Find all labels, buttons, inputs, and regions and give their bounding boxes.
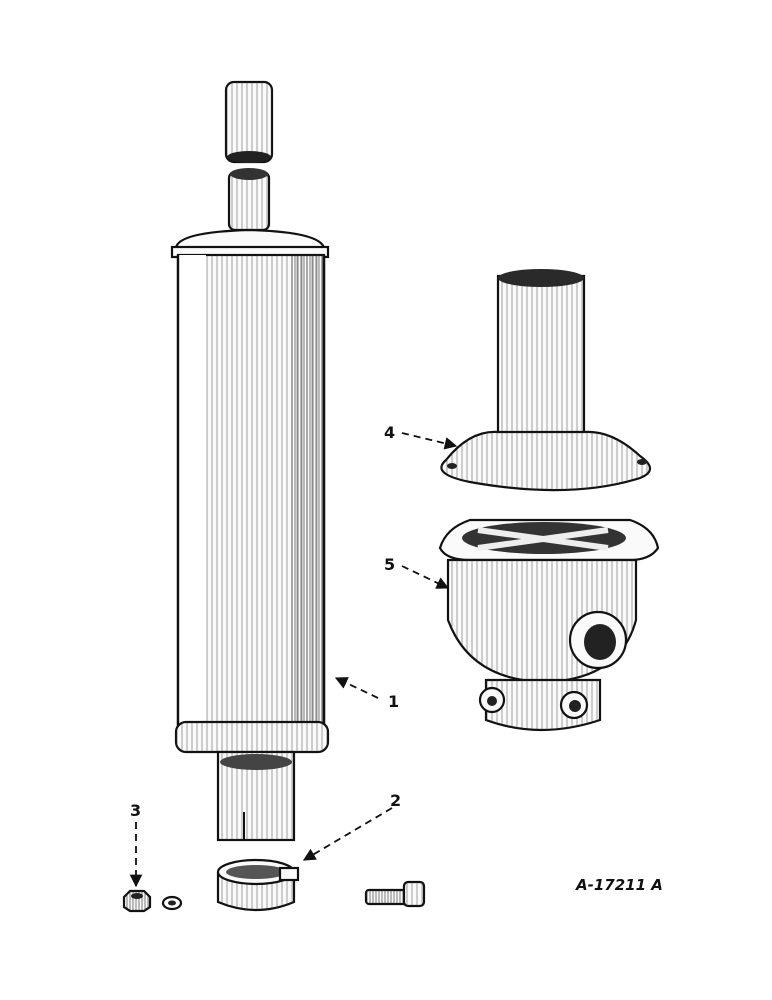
figure-id: A-17211 A [575,876,663,894]
nut-and-washer [122,889,183,913]
callout-3: 3 [130,801,141,820]
callout-2: 2 [390,791,401,810]
filter-housing [438,518,660,732]
callout-4: 4 [384,423,395,442]
leader-4 [401,432,458,450]
hose-clamp [216,858,300,912]
cap-screw [364,880,426,908]
upper-hose-piece [224,80,274,164]
leader-2 [302,807,393,861]
callout-5: 5 [384,555,395,574]
leader-1 [334,677,379,699]
leader-lines [129,432,458,888]
filter-head-cover [440,269,652,492]
top-neck [227,168,271,232]
leader-5 [401,565,450,589]
filter-canister [170,80,330,842]
callout-1: 1 [388,692,399,711]
bottom-spout [216,750,296,842]
canister-body [176,253,326,727]
